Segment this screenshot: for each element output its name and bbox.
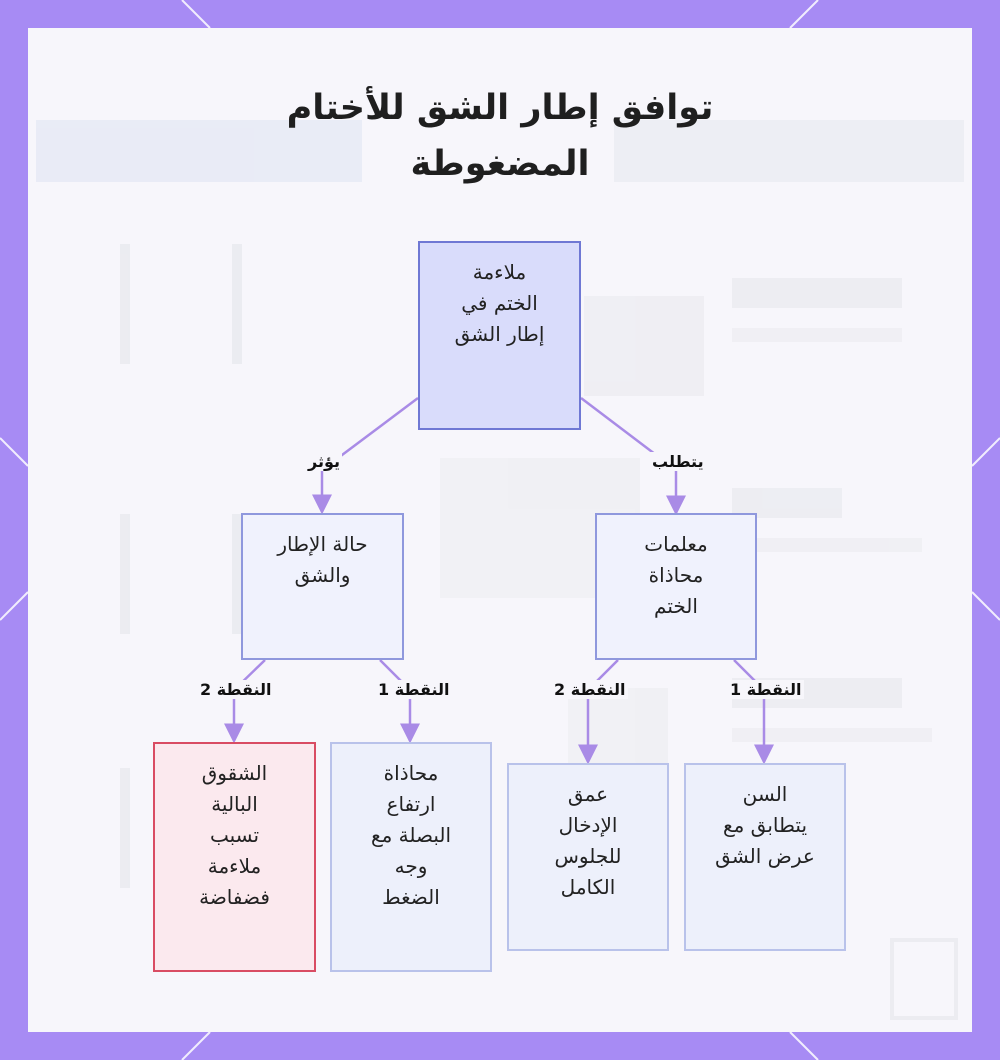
node-tooth-width: السن يتطابق مع عرض الشق	[684, 763, 846, 951]
edge-left-point2	[224, 659, 266, 744]
edge-right-point1	[733, 659, 774, 765]
edge-label-left-point2: النقطة 2	[198, 680, 274, 699]
node-root-seal-fit: ملاءمة الختم في إطار الشق	[418, 241, 581, 430]
node-worn-slots: الشقوق البالية تسبب ملاءمة فضفاضة	[153, 742, 316, 972]
node-frame-condition: حالة الإطار والشق	[241, 513, 404, 660]
node-compass-height: محاذاة ارتفاع البصلة مع وجه الضغط	[330, 742, 492, 972]
edge-label-right-point1: النقطة 1	[728, 680, 804, 699]
edge-label-left-point1: النقطة 1	[376, 680, 452, 699]
edge-label-right-point2: النقطة 2	[552, 680, 628, 699]
node-seal-alignment: معلمات محاذاة الختم	[595, 513, 757, 660]
edge-label-affects: يؤثر	[306, 452, 342, 471]
edge-right-point2	[578, 659, 619, 765]
node-insertion-depth: عمق الإدخال للجلوس الكامل	[507, 763, 669, 951]
page-title: توافق إطار الشق للأختام المضغوطة	[286, 88, 714, 184]
edge-label-requires: يتطلب	[650, 452, 706, 471]
edge-left-point1	[379, 659, 420, 744]
